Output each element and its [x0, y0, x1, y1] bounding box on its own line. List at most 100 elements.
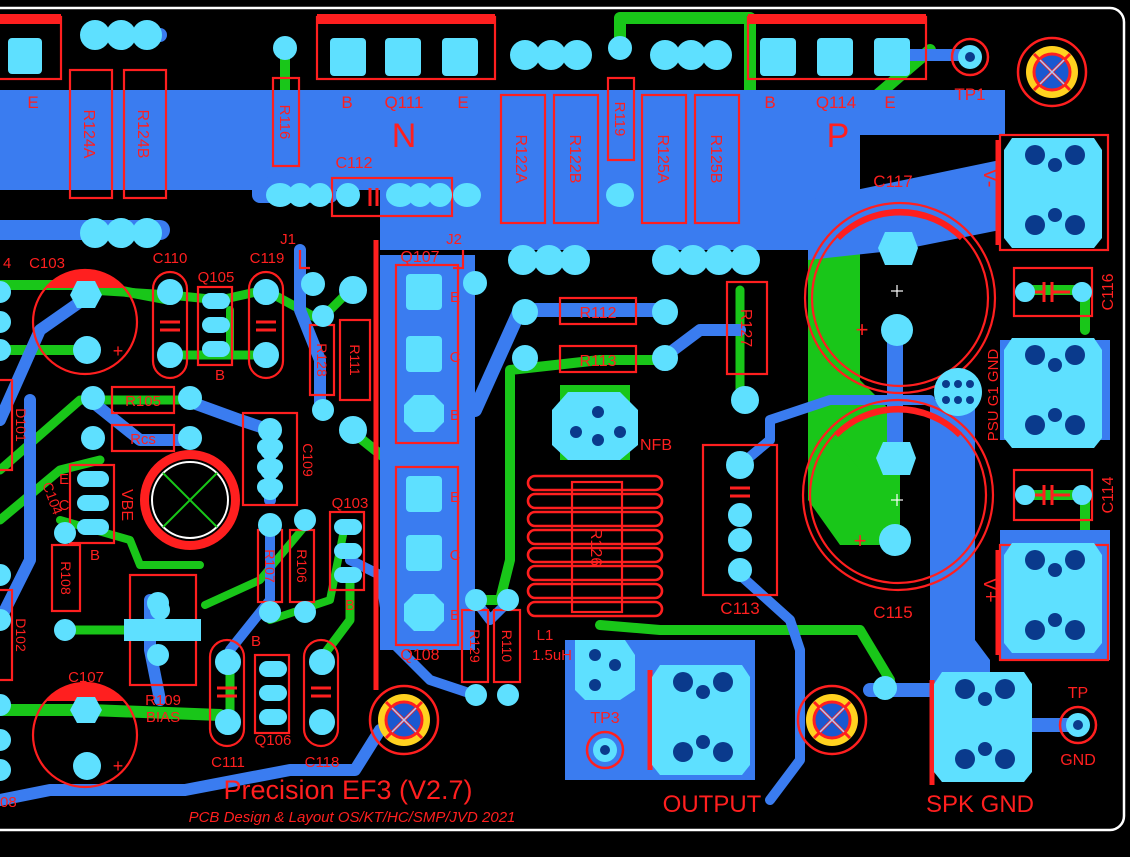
q103-outline [328, 510, 366, 592]
mounting-hole-top-right [1016, 36, 1088, 108]
pad [0, 311, 11, 333]
pad [81, 426, 105, 450]
pad [54, 619, 76, 641]
pads [8, 38, 918, 780]
capacitor-symbol-icon [256, 320, 276, 332]
left-e-label: E [27, 93, 38, 112]
copper-pour [0, 90, 1005, 250]
r112-label: R112 [579, 305, 616, 322]
pad [0, 564, 11, 586]
psu-via-cluster [934, 368, 982, 416]
q108-outline [394, 465, 460, 647]
pad [0, 729, 11, 751]
pad [0, 609, 11, 631]
rcs-label: Rcs [130, 431, 156, 448]
pad [308, 183, 332, 207]
capacitor-symbol-icon [730, 486, 750, 498]
pad [606, 183, 634, 207]
r119-outline [606, 76, 636, 162]
pad [301, 272, 325, 296]
tp1-pad [950, 37, 990, 77]
q107-label: Q107 [400, 249, 439, 266]
c107-plus: + [113, 756, 124, 776]
q103-label: Q103 [332, 495, 369, 512]
pad [288, 183, 312, 207]
pad [147, 644, 169, 666]
vbe-label: VBE [118, 489, 135, 521]
c117-polarity-arc [835, 209, 965, 241]
r125b-outline [693, 93, 741, 225]
vbe-c-label: C [59, 497, 70, 514]
tp-gnd-pad [1058, 705, 1098, 745]
q106-pads [259, 661, 287, 725]
pad [406, 535, 442, 571]
pad [309, 649, 335, 675]
tp1-label: TP1 [954, 85, 985, 104]
pad [309, 709, 335, 735]
q114-label: Q114 [816, 93, 856, 112]
q111-b-label: B [341, 93, 352, 112]
v-plus-label: V+ [979, 577, 1001, 602]
r110-label: R110 [499, 630, 515, 663]
round-pads [0, 20, 1092, 781]
c112-label: C112 [335, 155, 372, 172]
vbe-pads [77, 471, 109, 535]
rcs-outline [110, 423, 176, 453]
vbe-e-label: E [59, 471, 69, 488]
q114-e-label: E [884, 93, 895, 112]
trace [315, 575, 355, 665]
silk-mark [298, 250, 310, 270]
c113-outline [701, 443, 779, 597]
nfb-holes [570, 406, 626, 446]
trace [735, 395, 935, 470]
pad [8, 38, 42, 74]
r125a-label: R125A [654, 135, 671, 184]
c115-plus: + [854, 528, 867, 553]
pad [1072, 282, 1092, 302]
l1-coil [526, 474, 664, 618]
r124b-outline [122, 68, 168, 200]
capacitor-symbol-icon [368, 188, 379, 206]
r122a-outline [499, 93, 547, 225]
trace [85, 285, 270, 305]
pad [150, 600, 170, 620]
trace [345, 555, 480, 700]
pad [253, 342, 279, 368]
pad [465, 684, 487, 706]
c109-pads [257, 439, 283, 495]
pad [312, 305, 334, 327]
pad [73, 752, 101, 780]
pad [253, 279, 279, 305]
q103-b-label: B [345, 597, 355, 614]
r108-label: R108 [58, 561, 74, 595]
pad [339, 276, 367, 304]
pad [497, 589, 519, 611]
pad [157, 279, 183, 305]
pad-row [508, 245, 590, 275]
output-label: OUTPUT [663, 791, 762, 818]
r125a-outline [640, 93, 688, 225]
c113-label: C113 [720, 599, 759, 618]
left-header-top [0, 14, 61, 24]
bias-pot-pads [124, 619, 201, 641]
c112-outline [330, 176, 454, 218]
pad [385, 38, 421, 76]
pad [453, 183, 481, 207]
r128-label: R128 [314, 343, 330, 377]
q108-b-label: B [450, 607, 460, 624]
nfb-label: NFB [640, 437, 672, 454]
v-minus-label: V- [979, 169, 1001, 188]
pad [273, 36, 297, 60]
pad [731, 386, 759, 414]
pad [330, 38, 366, 76]
q114-top [748, 14, 926, 24]
r109-label: R109 [145, 692, 181, 709]
vbe-b-label: B [90, 547, 100, 564]
pad [406, 336, 442, 372]
c117-outline [803, 201, 997, 395]
pad [294, 509, 316, 531]
pad [70, 697, 102, 723]
bias-label: BIAS [146, 709, 180, 726]
q106-b-label: B [251, 633, 261, 650]
